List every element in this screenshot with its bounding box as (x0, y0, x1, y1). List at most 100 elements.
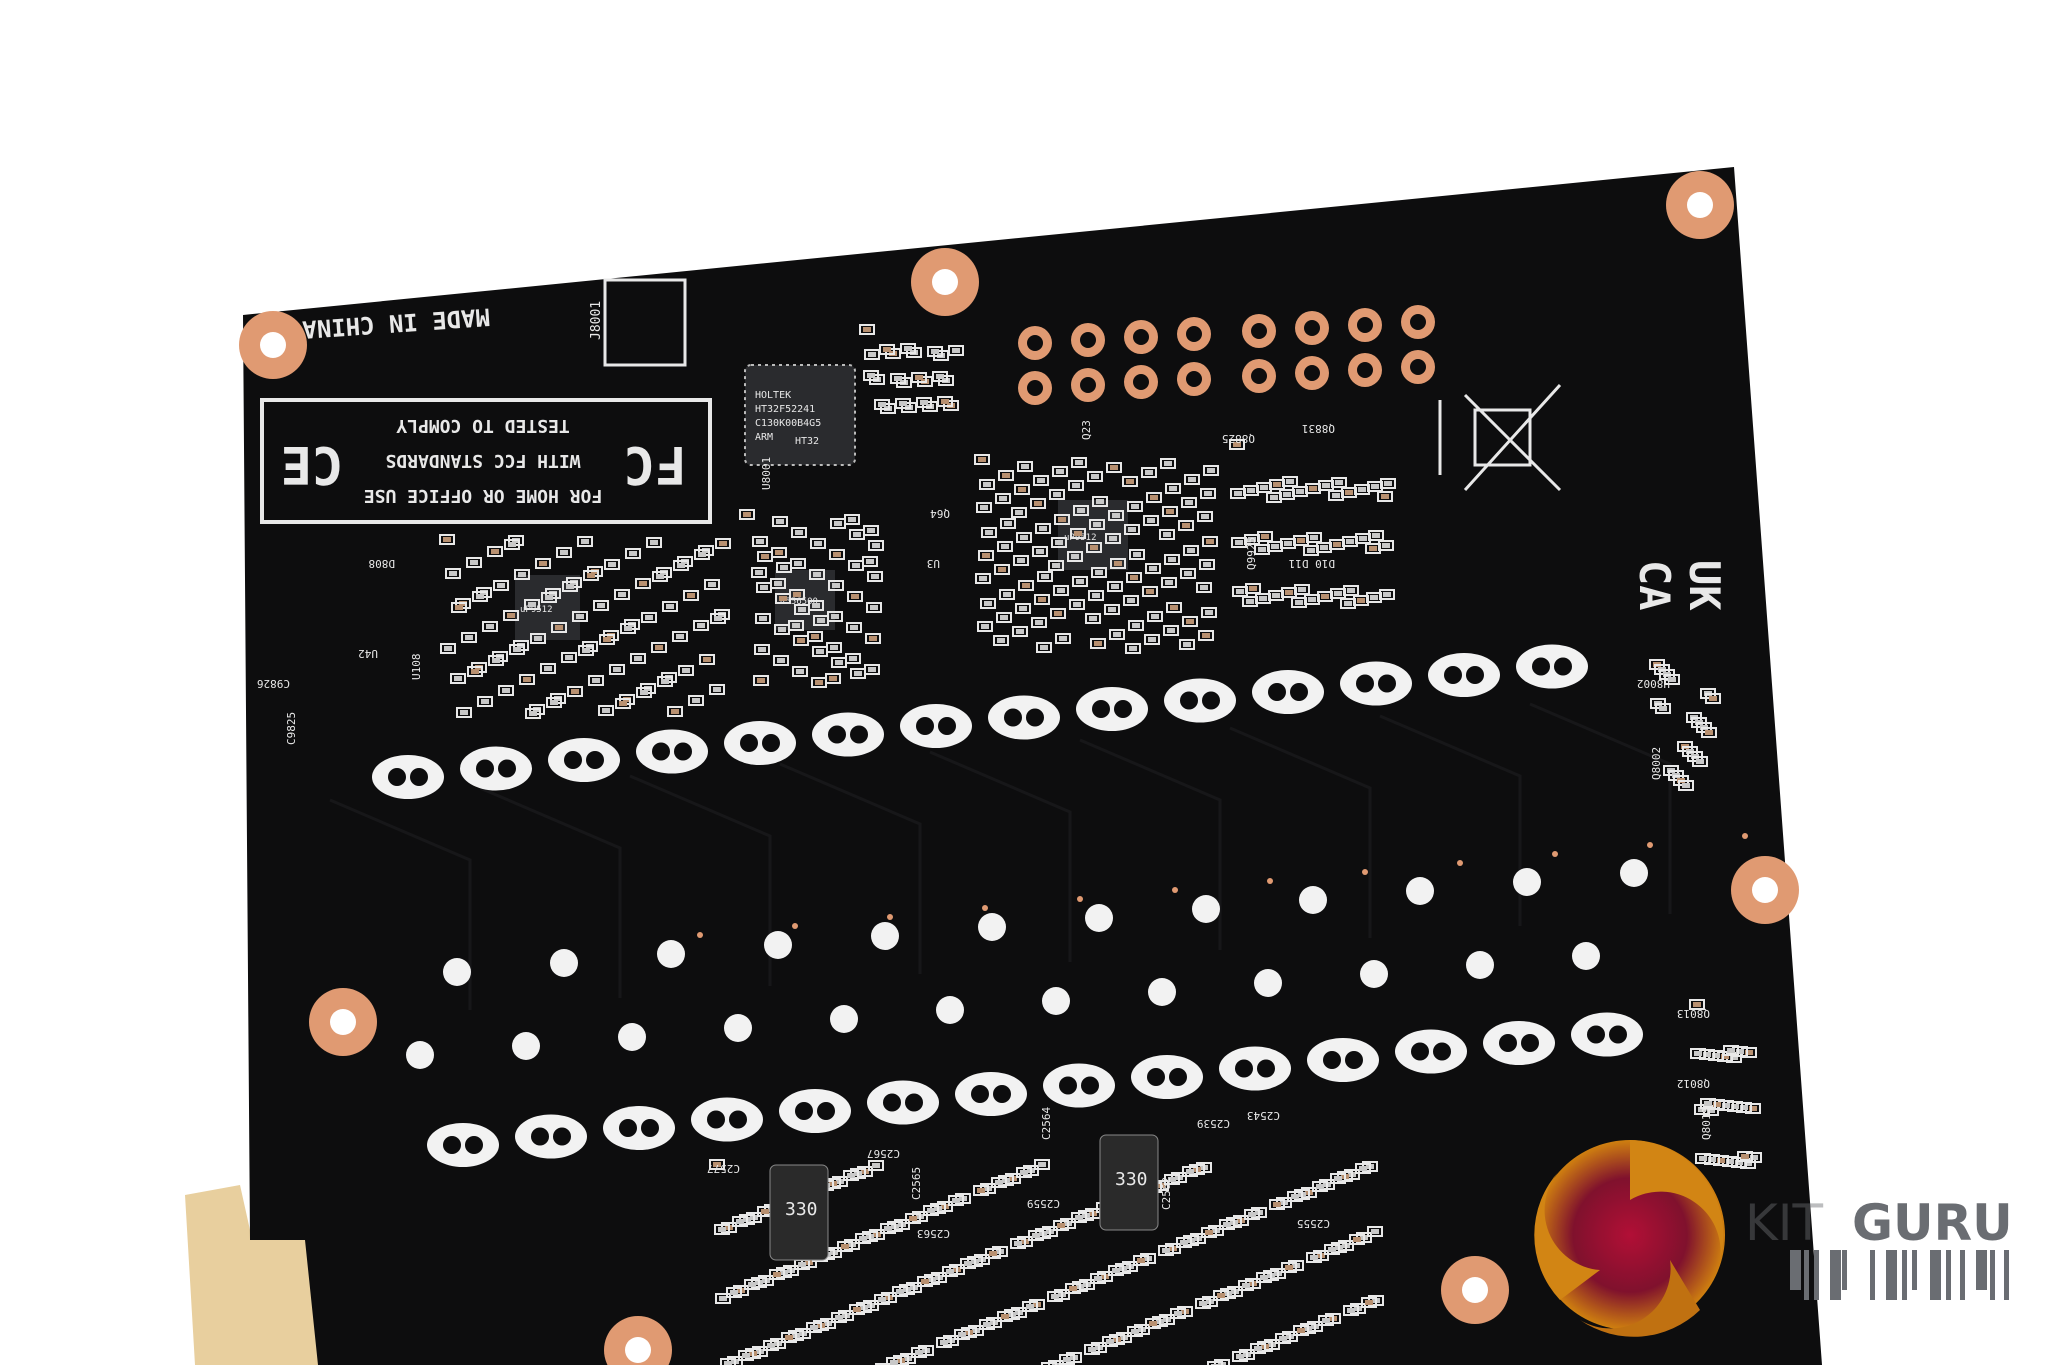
pad-hole (729, 1110, 747, 1129)
smd-component (1130, 575, 1138, 580)
smd-footprint (714, 1224, 730, 1235)
smd-footprint (472, 591, 488, 602)
smd-footprint (981, 527, 997, 538)
smd-footprint (1013, 555, 1029, 566)
smd-footprint (551, 622, 567, 633)
smd-footprint (503, 610, 519, 621)
smd-component (455, 605, 463, 610)
smd-component (927, 1208, 935, 1213)
smd-footprint (1144, 634, 1160, 645)
mounting-hole (260, 332, 286, 358)
smd-component (775, 550, 783, 555)
smd-component (1001, 544, 1009, 549)
smd-footprint (866, 602, 882, 613)
smd-component (834, 521, 842, 526)
smd-footprint (1104, 604, 1120, 615)
smd-component (502, 688, 510, 693)
smd-component (1259, 596, 1267, 601)
smd-footprint (1142, 586, 1158, 597)
smd-component (774, 581, 782, 586)
smd-component (507, 613, 515, 618)
smd-component (566, 584, 574, 589)
solder-pad-pair (1131, 1055, 1203, 1099)
mounting-hole (1462, 1277, 1488, 1303)
pad-hole (1444, 666, 1462, 684)
smd-component (863, 327, 871, 332)
smd-component (629, 551, 637, 556)
smd-component (1059, 636, 1067, 641)
solder-pad (764, 931, 792, 959)
barcode-bar (1886, 1250, 1897, 1300)
smd-component (983, 1322, 991, 1327)
pad-hole (1169, 1068, 1187, 1086)
solder-pad (936, 996, 964, 1024)
smd-component (1038, 1162, 1046, 1167)
smd-component (904, 346, 912, 351)
smd-component (1204, 491, 1212, 496)
smd-footprint (948, 1195, 964, 1206)
smd-footprint (977, 621, 993, 632)
smd-footprint (1065, 1283, 1081, 1294)
via (1552, 851, 1558, 857)
pad-hole (1378, 674, 1396, 693)
smd-footprint (1343, 585, 1359, 596)
smd-footprint (583, 570, 599, 581)
silkscreen-label: U3 (927, 557, 940, 570)
smd-component (835, 1315, 843, 1320)
solder-pad (1299, 886, 1327, 914)
smd-component (1026, 1304, 1034, 1309)
smd-component (829, 676, 837, 681)
via (1172, 887, 1178, 893)
smd-footprint (694, 549, 710, 560)
solder-pad-pair (691, 1097, 763, 1142)
smd-footprint (738, 1350, 754, 1361)
smd-component (449, 571, 457, 576)
smd-footprint (1306, 532, 1322, 543)
smd-component (850, 625, 858, 630)
smd-footprint (1109, 629, 1125, 640)
smd-component (757, 678, 765, 683)
barcode-bar (1842, 1250, 1847, 1290)
smd-component (792, 623, 800, 628)
smd-footprint (1664, 674, 1680, 685)
smd-footprint (979, 479, 995, 490)
pad-hole (1147, 1068, 1165, 1086)
smd-component (656, 574, 664, 579)
smd-footprint (1059, 1354, 1075, 1365)
smd-component (1249, 586, 1257, 591)
smd-component (1248, 1212, 1256, 1217)
pad-hole (1257, 1059, 1275, 1078)
smd-footprint (651, 642, 667, 653)
smd-footprint (445, 568, 461, 579)
smd-component (830, 645, 838, 650)
fcc-box-outline (260, 398, 712, 524)
smd-footprint (1012, 626, 1028, 637)
smd-footprint (1108, 510, 1124, 521)
smd-component (1075, 1215, 1083, 1220)
smd-footprint (942, 1266, 958, 1277)
smd-component (544, 666, 552, 671)
smd-footprint (806, 1322, 822, 1333)
smd-component (778, 627, 786, 632)
kitguru-watermark: KIT GURU (1534, 1140, 2013, 1337)
smd-footprint (1723, 1045, 1739, 1056)
smd-footprint (978, 550, 994, 561)
smd-component (1272, 593, 1280, 598)
smd-component (1186, 619, 1194, 624)
solder-pad (871, 922, 899, 950)
smd-component (849, 656, 857, 661)
smd-component (555, 625, 563, 630)
smd-footprint (1250, 1343, 1266, 1354)
smd-component (760, 585, 768, 590)
smd-component (1236, 1354, 1244, 1359)
smd-component (1090, 545, 1098, 550)
smd-component (518, 572, 526, 577)
barcode-bar (1814, 1250, 1819, 1300)
smd-footprint (1048, 560, 1064, 571)
smd-component (1003, 592, 1011, 597)
smd-component (989, 1251, 997, 1256)
smd-footprint (1378, 540, 1394, 551)
smd-footprint (1166, 602, 1182, 613)
smd-footprint (1035, 523, 1051, 534)
